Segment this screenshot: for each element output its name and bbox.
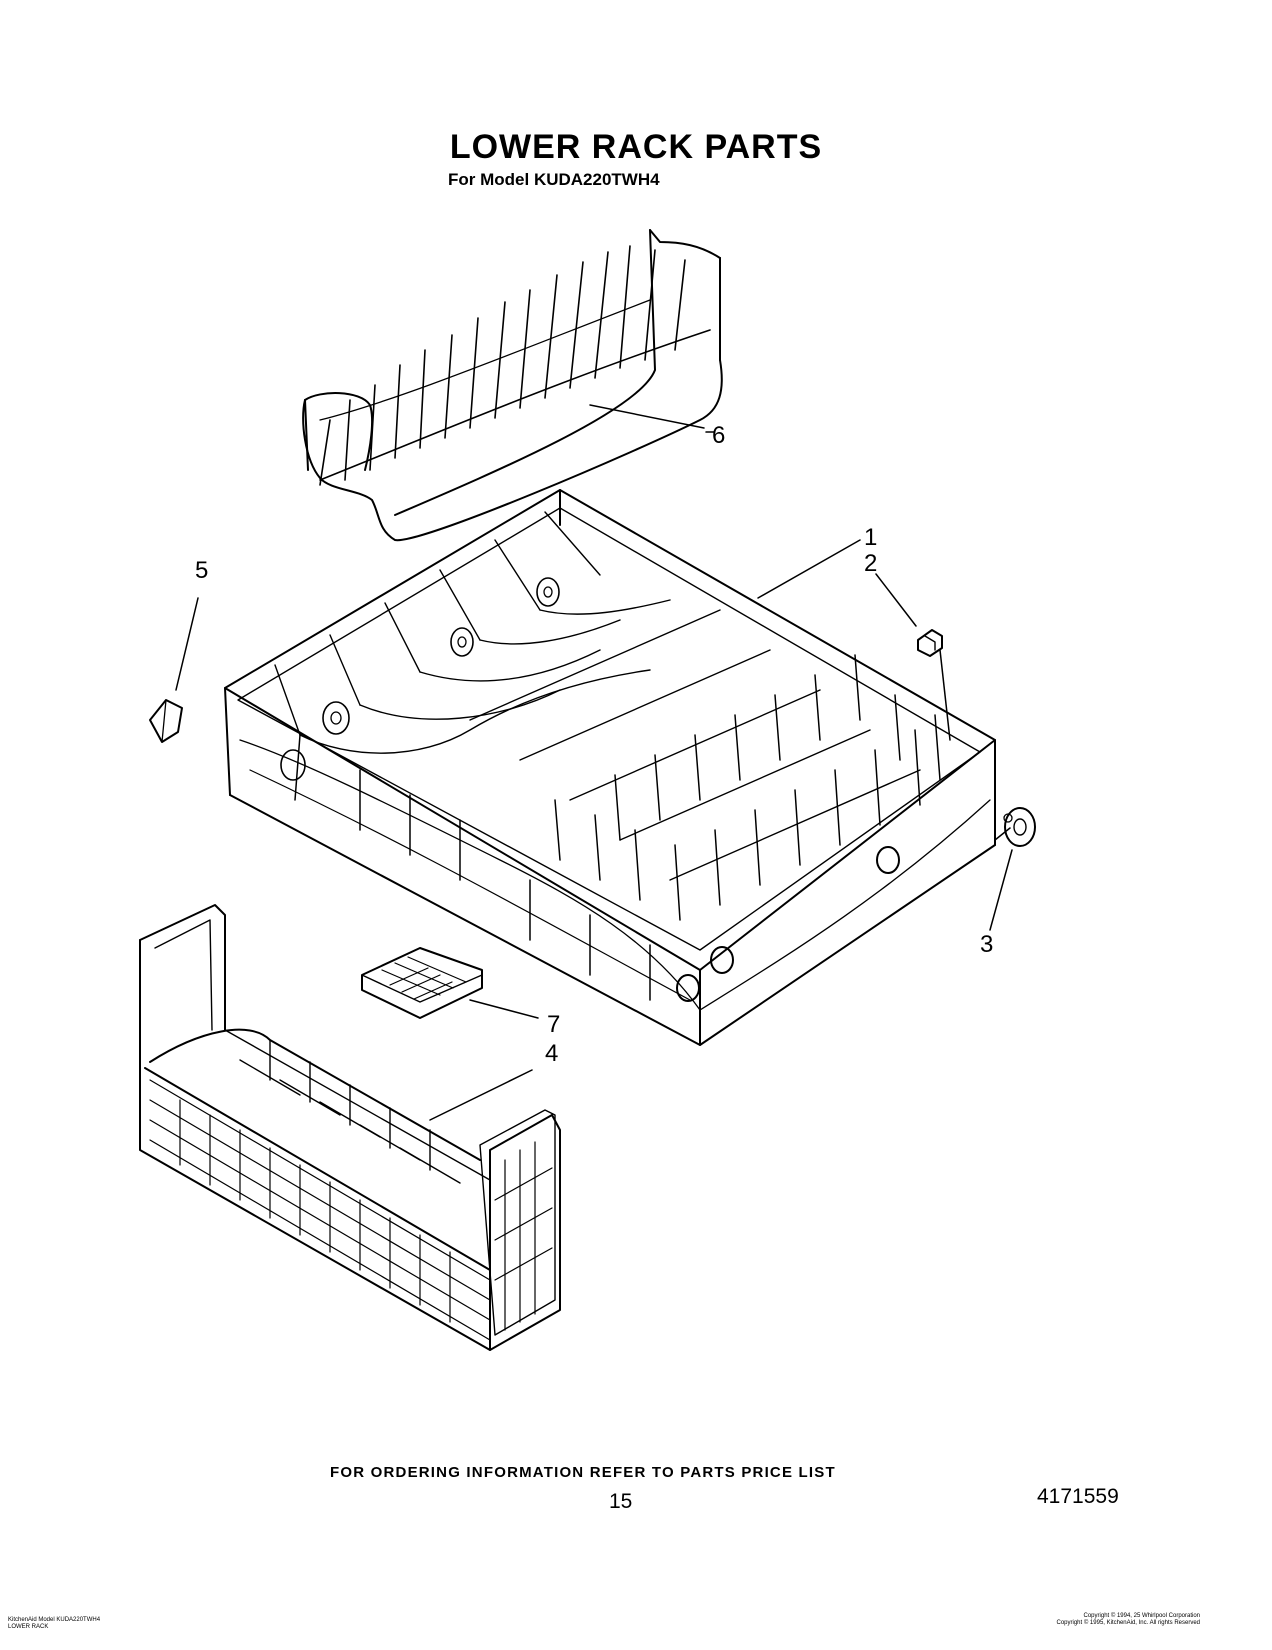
ordering-note: FOR ORDERING INFORMATION REFER TO PARTS … bbox=[330, 1464, 836, 1481]
part-7-basket-cover bbox=[361, 947, 483, 1019]
model-subtitle: For Model KUDA220TWH4 bbox=[448, 170, 660, 189]
footer-left-line1: KitchenAid Model KUDA220TWH4 bbox=[8, 1617, 101, 1623]
footer-left: KitchenAid Model KUDA220TWH4 LOWER RACK bbox=[8, 1617, 100, 1631]
footer-left-line2: LOWER RACK bbox=[8, 1624, 49, 1630]
document-number: 4171559 bbox=[1037, 1485, 1119, 1508]
part-1-lower-rack bbox=[224, 489, 996, 1046]
part-2-clip bbox=[917, 629, 943, 657]
page-title: LOWER RACK PARTS bbox=[449, 128, 823, 166]
footer-copyright: Copyright © 1994, 25 Whirlpool Corporati… bbox=[1057, 1613, 1201, 1627]
callout-1: 1 bbox=[864, 524, 878, 551]
footer-copyright-line1: Copyright © 1994, 25 Whirlpool Corporati… bbox=[1083, 1613, 1200, 1619]
part-6-rack-insert bbox=[302, 229, 723, 542]
callout-4: 4 bbox=[545, 1040, 559, 1067]
callout-5: 5 bbox=[195, 557, 209, 584]
part-4-silverware-basket bbox=[139, 904, 561, 1351]
callout-3: 3 bbox=[980, 931, 994, 958]
page-number: 15 bbox=[609, 1490, 633, 1513]
callout-6: 6 bbox=[712, 422, 726, 449]
footer-copyright-line2: Copyright © 1995, KitchenAid, Inc. All r… bbox=[1056, 1620, 1201, 1626]
part-3-wheel bbox=[1003, 807, 1036, 847]
part-5-stop bbox=[149, 699, 183, 743]
callout-2: 2 bbox=[864, 550, 878, 577]
callout-7: 7 bbox=[547, 1011, 561, 1038]
